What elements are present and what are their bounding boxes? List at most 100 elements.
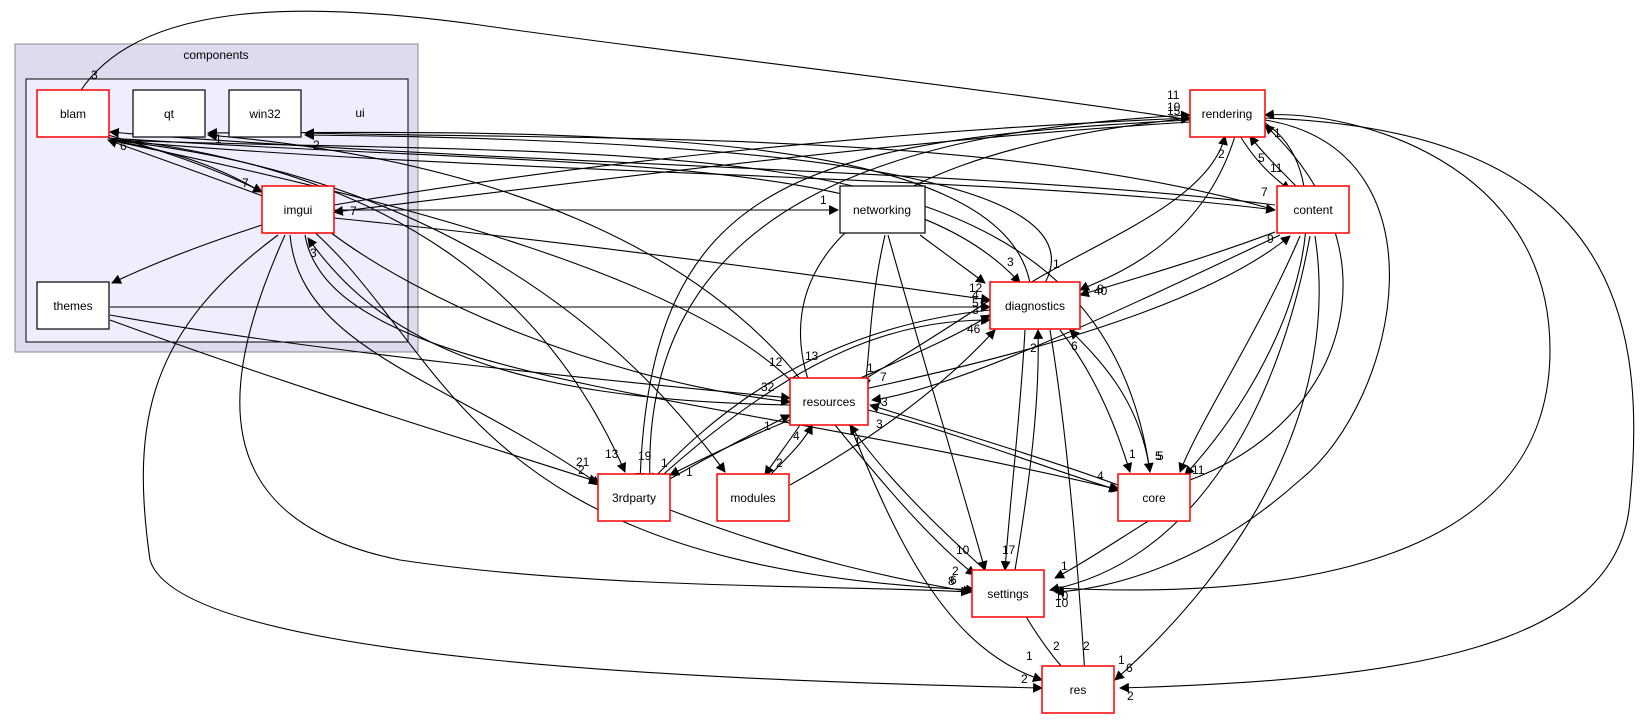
node-rendering[interactable]: rendering <box>1189 89 1266 138</box>
edge-resources-imgui <box>307 237 791 406</box>
edge-imgui-core <box>304 234 1121 493</box>
edge-label: 2 <box>578 463 585 477</box>
edge-imgui-themes <box>111 224 263 284</box>
edge-label: 4 <box>793 429 800 443</box>
edge-resources-modules <box>764 424 801 476</box>
edge-diagnostics-qt <box>207 127 1031 284</box>
edge-label: 3 <box>91 68 98 82</box>
node-networking[interactable]: networking <box>839 185 926 234</box>
edge-resources-diagnostics <box>844 314 991 386</box>
edge-label: 12 <box>769 355 783 369</box>
edge-rendering-imgui <box>333 121 1191 216</box>
edge-label: 2 <box>952 564 959 578</box>
edge-label: 40 <box>1094 284 1108 298</box>
edge-resources-res <box>849 424 1043 682</box>
edge-label: 5 <box>1157 449 1164 463</box>
edge-label: 3 <box>881 395 888 409</box>
node-resources-box <box>789 377 869 426</box>
edge-label: 1 <box>661 456 668 470</box>
edge-themes-3rdparty <box>109 319 599 484</box>
edge-label: 7 <box>350 204 357 218</box>
node-win32-label: win32 <box>248 107 281 121</box>
node-content[interactable]: content <box>1276 185 1350 234</box>
edge-label: 1 <box>1274 126 1281 140</box>
edge-resources-core <box>867 409 1119 493</box>
node-settings-label: settings <box>987 587 1028 601</box>
node-diagnostics-box <box>989 281 1081 330</box>
edge-label: 1 <box>1118 653 1125 667</box>
edge-diagnostics-rendering <box>1029 135 1228 284</box>
edge-label: 5 <box>972 296 979 310</box>
edge-resources-rendering <box>800 114 1191 386</box>
edge-label: 2 <box>1053 639 1060 653</box>
edge-label: 2 <box>313 138 320 152</box>
edge-label: 46 <box>967 322 981 336</box>
edge-3rdparty-diagnostics <box>654 315 991 483</box>
edge-blam-resources <box>107 139 801 391</box>
node-res[interactable]: res <box>1041 665 1115 714</box>
node-diagnostics[interactable]: diagnostics <box>989 281 1081 330</box>
edge-content-diagnostics <box>1079 231 1276 298</box>
edge-label: 1 <box>1026 649 1033 663</box>
edge-label: 12 <box>969 281 983 295</box>
node-resources[interactable]: resources <box>789 377 869 426</box>
edge-label: 7 <box>1057 584 1064 598</box>
node-settings-box <box>971 569 1045 618</box>
node-modules[interactable]: modules <box>716 473 790 522</box>
edge-content-rendering <box>1249 135 1301 191</box>
edge-label: 5 <box>1155 449 1162 463</box>
edge-label: 13 <box>805 349 819 363</box>
edge-content-win32 <box>304 128 1276 211</box>
edge-core-diagnostics <box>1069 329 1151 473</box>
node-qt[interactable]: qt <box>132 89 206 138</box>
edge-content-core <box>1178 235 1301 473</box>
node-imgui-label: imgui <box>284 203 313 217</box>
edge-core-resources <box>869 402 1119 486</box>
edge-label: 3 <box>972 303 979 317</box>
node-core[interactable]: core <box>1117 473 1191 522</box>
edge-resources-3rdparty <box>669 419 791 476</box>
edge-label: 3 <box>310 246 317 260</box>
edges <box>74 10 1635 693</box>
node-content-label: content <box>1293 203 1333 217</box>
edge-diagnostics-settings <box>1000 329 1026 571</box>
node-res-label: res <box>1070 683 1087 697</box>
node-imgui[interactable]: imgui <box>261 185 335 234</box>
node-3rdparty[interactable]: 3rdparty <box>597 473 671 522</box>
edge-3rdparty-settings <box>669 509 973 596</box>
edge-diagnostics-3rdparty <box>649 309 991 483</box>
node-diagnostics-label: diagnostics <box>1005 299 1065 313</box>
node-settings[interactable]: settings <box>971 569 1045 618</box>
edge-core-rendering <box>1189 124 1344 481</box>
edge-label: 6 <box>1071 339 1078 353</box>
edge-rendering-diagnostics <box>1079 135 1236 291</box>
node-themes-box <box>36 281 110 330</box>
edge-imgui-settings <box>239 234 971 597</box>
edge-label: 1 <box>820 193 827 207</box>
edge-networking-settings <box>887 234 988 571</box>
edge-label: 10 <box>1055 596 1069 610</box>
node-themes[interactable]: themes <box>36 281 110 330</box>
edge-label: 10 <box>956 543 970 557</box>
edge-label: 10 <box>1167 100 1181 114</box>
node-core-label: core <box>1142 491 1166 505</box>
node-3rdparty-label: 3rdparty <box>612 491 656 505</box>
node-rendering-label: rendering <box>1202 107 1253 121</box>
node-blam-label: blam <box>60 107 86 121</box>
node-3rdparty-box <box>597 473 671 522</box>
edge-label: 4 <box>972 288 979 302</box>
edge-label: 10 <box>1055 589 1069 603</box>
edge-settings-diagnostics <box>1014 329 1044 571</box>
node-networking-label: networking <box>853 203 911 217</box>
edge-label: 2 <box>776 456 783 470</box>
node-imgui-box <box>261 185 335 234</box>
edge-blam-core <box>107 139 1154 473</box>
edge-imgui-resources <box>329 231 791 406</box>
node-win32-box <box>228 89 302 138</box>
edge-rendering-settings <box>1054 119 1390 597</box>
edge-core-settings <box>1054 519 1151 579</box>
node-blam[interactable]: blam <box>36 89 110 138</box>
edge-imgui-diagnostics <box>333 217 991 304</box>
node-win32[interactable]: win32 <box>228 89 302 138</box>
